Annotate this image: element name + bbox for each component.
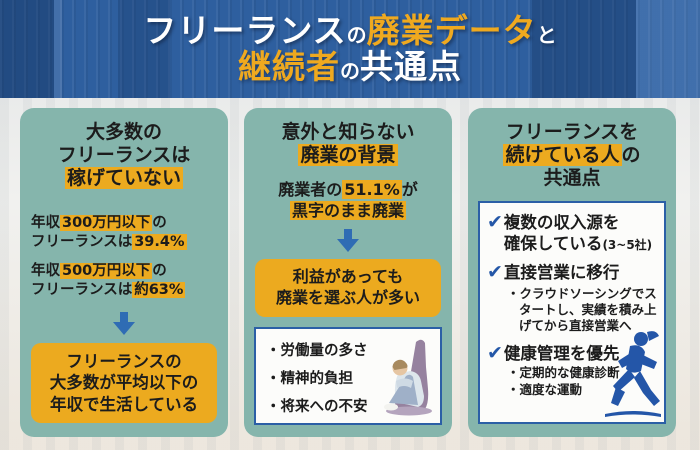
header-particle-no: の bbox=[346, 22, 367, 47]
down-arrow-icon bbox=[111, 311, 137, 335]
trait-direct-sales: ✔ 直接営業に移行 bbox=[487, 261, 620, 284]
card2-title: 意外と知らない 廃業の背景 bbox=[281, 121, 415, 167]
header-text-kyotsuten: 共通点 bbox=[360, 47, 462, 86]
card1-title-line2: フリーランスは bbox=[57, 144, 191, 167]
health-detail-checkup: ・定期的な健康診断 bbox=[507, 365, 620, 381]
card1-conclusion-box: フリーランスの 大多数が平均以下の 年収で生活している bbox=[31, 342, 217, 424]
card3-title: フリーランスを 続けている人の 共通点 bbox=[503, 121, 641, 191]
header-banner: フリーランスの廃業データと 継続者の共通点 bbox=[0, 0, 700, 98]
trait-multiple-income: ✔ 複数の収入源を 確保している(3~5社) bbox=[487, 210, 653, 253]
card3-title-line2: 続けている人の bbox=[503, 144, 641, 167]
check-icon: ✔ bbox=[487, 261, 503, 284]
card2-title-line1: 意外と知らない bbox=[281, 121, 415, 143]
card1-title: 大多数の フリーランスは 稼げていない bbox=[57, 121, 191, 191]
traits-box: ✔ 複数の収入源を 確保している(3~5社) ✔ 直接営業に移行 ・クラウドソー… bbox=[478, 200, 666, 424]
running-person-illustration bbox=[605, 330, 661, 417]
card2-conclusion-box: 利益があっても 廃業を選ぶ人が多い bbox=[255, 258, 441, 317]
reason-mental: ・精神的負担 bbox=[266, 370, 353, 387]
check-icon: ✔ bbox=[487, 341, 503, 364]
card1-title-line1: 大多数の bbox=[85, 121, 162, 143]
header-title-line1: フリーランスの廃業データと bbox=[143, 10, 557, 50]
reason-future: ・将来への不安 bbox=[266, 399, 368, 416]
card3-title-line3: 共通点 bbox=[543, 167, 601, 190]
header-particle-no2: の bbox=[340, 59, 360, 83]
reason-workload: ・労働量の多さ bbox=[266, 342, 368, 359]
header-text-keizokusha: 継続者 bbox=[238, 47, 340, 86]
header-text-freelance: フリーランス bbox=[143, 10, 347, 50]
closure-reasons-box: ・労働量の多さ ・精神的負担 ・将来への不安 bbox=[254, 326, 442, 425]
card1-title-line3: 稼げていない bbox=[64, 167, 183, 190]
header-text-haigyo-data: 廃業データ bbox=[366, 10, 537, 50]
check-icon: ✔ bbox=[487, 210, 503, 233]
direct-sales-detail: ・クラウドソーシングでスタートし、実績を積み上げてから直接営業へ bbox=[507, 285, 657, 334]
header-particle-to: と bbox=[536, 22, 557, 47]
depressed-person-illustration bbox=[384, 339, 432, 416]
down-arrow-icon bbox=[335, 228, 361, 252]
header-title-line2: 継続者の共通点 bbox=[238, 47, 462, 86]
trait-health: ✔ 健康管理を優先 bbox=[487, 341, 620, 364]
card-continuing-traits: フリーランスを 続けている人の 共通点 ✔ 複数の収入源を 確保している(3~5… bbox=[468, 108, 676, 437]
income-sources-note: (3~5社) bbox=[602, 237, 653, 252]
health-detail-exercise: ・適度な運動 bbox=[507, 382, 583, 398]
card3-title-line1: フリーランスを bbox=[505, 121, 639, 143]
card2-title-line2: 廃業の背景 bbox=[298, 144, 398, 167]
